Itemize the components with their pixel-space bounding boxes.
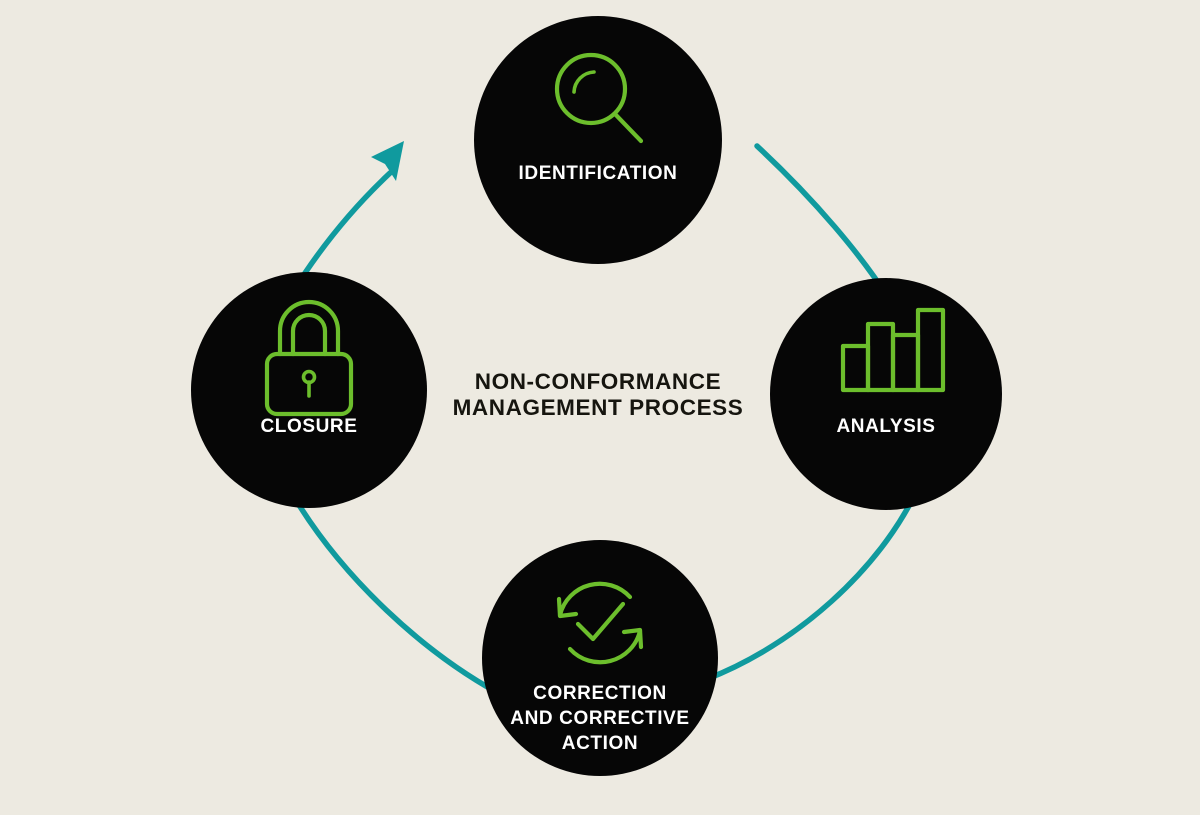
bar-chart-icon xyxy=(840,307,946,393)
arc-closure-to-identification xyxy=(302,170,393,276)
node-correction-label-line1: CORRECTION xyxy=(533,683,667,704)
node-analysis-label: ANALYSIS xyxy=(836,416,935,437)
arc-identification-to-analysis xyxy=(754,143,892,302)
padlock-icon xyxy=(264,299,354,417)
node-correction[interactable]: CORRECTION AND CORRECTIVE ACTION xyxy=(482,540,718,776)
arc-correction-to-closure xyxy=(296,502,501,696)
node-analysis[interactable]: ANALYSIS xyxy=(770,278,1002,510)
node-identification-label: IDENTIFICATION xyxy=(519,163,678,184)
center-title-line2: MANAGEMENT PROCESS xyxy=(453,395,744,420)
node-identification[interactable]: IDENTIFICATION xyxy=(474,16,722,264)
node-correction-circle[interactable] xyxy=(482,540,718,776)
arrow-head-icon xyxy=(371,141,404,181)
center-title: NON-CONFORMANCE MANAGEMENT PROCESS xyxy=(453,369,744,420)
node-closure-label: CLOSURE xyxy=(260,416,357,437)
center-title-line1: NON-CONFORMANCE xyxy=(475,369,721,394)
node-correction-label-line3: ACTION xyxy=(562,733,638,754)
arc-analysis-to-correction xyxy=(704,485,921,682)
node-analysis-circle[interactable] xyxy=(770,278,1002,510)
node-identification-circle[interactable] xyxy=(474,16,722,264)
node-closure[interactable]: CLOSURE xyxy=(191,272,427,508)
magnifier-icon xyxy=(554,52,644,144)
refresh-check-icon xyxy=(556,581,644,665)
node-correction-label-line2: AND CORRECTIVE xyxy=(510,708,689,729)
